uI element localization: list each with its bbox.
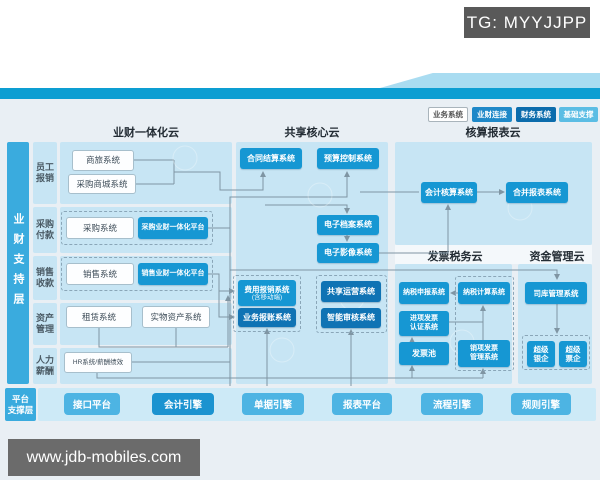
row-label-line: 报销: [35, 173, 54, 183]
row-label-panel: [33, 348, 57, 384]
legend-bizfin-connect: 业财连接: [472, 107, 512, 122]
box-label-line: 认证系统: [410, 323, 438, 331]
group-super-bank: [522, 335, 590, 370]
row-label-line: 管理: [35, 324, 54, 334]
column-title-accounting-report-cloud: 核算报表云: [465, 127, 521, 139]
row-label-panel: [33, 256, 57, 300]
platform-interface: 接口平台: [64, 393, 120, 415]
row-label-line: 资产: [35, 312, 54, 323]
box-label-line: 进项发票: [410, 315, 438, 323]
legend-finance-system: 财务系统: [516, 107, 556, 122]
box-tax-declare-system: 纳税申报系统: [399, 282, 449, 304]
legend-business-system: 业务系统: [428, 107, 468, 122]
row-label-employee-reimburse: 员工报销: [33, 142, 57, 204]
site-watermark: www.jdb-mobiles.com: [8, 439, 200, 476]
box-label-line: 费用报销系统: [244, 284, 290, 294]
panel-shared-core-cloud: [236, 142, 388, 384]
box-label-line: 销项发票: [470, 345, 498, 353]
box-physical-asset-system: 实物资产系统: [142, 306, 210, 328]
box-purchase-bizfin-platform: 采购业财一体化平台: [138, 217, 208, 239]
legend-base-support: 基础支撑: [559, 107, 598, 122]
row-label-line: 付款: [35, 230, 54, 240]
subcloud-title-invoice-tax: 发票税务云: [427, 251, 483, 263]
platform-layer-label: 平台 支撑层: [5, 388, 36, 421]
platform-process-engine: 流程引擎: [421, 393, 483, 415]
platform-label-line: 平台: [11, 393, 29, 404]
box-travel-system: 商旅系统: [72, 150, 134, 171]
box-purchase-mall-system: 采购商城系统: [68, 174, 136, 194]
box-e-image-system: 电子影像系统: [317, 243, 379, 263]
row-label-panel: [33, 142, 57, 204]
box-invoice-pool: 发票池: [399, 342, 449, 365]
subcloud-title-fund-management: 资金管理云: [529, 251, 585, 263]
box-business-billing-system: 业务报账系统: [238, 308, 296, 327]
box-consolidated-report-system: 合并报表系统: [506, 182, 568, 203]
box-label-line: 超级: [533, 345, 549, 354]
row-label-line: 薪酬: [35, 366, 54, 376]
box-e-archive-system: 电子档案系统: [317, 215, 379, 235]
header-blue-band: [0, 88, 600, 99]
box-label-subline: (含移动端): [251, 293, 283, 301]
row-label-line: 员工: [35, 161, 54, 172]
box-treasury-mgmt-system: 司库管理系统: [525, 282, 587, 304]
platform-accounting-engine: 会计引擎: [152, 393, 214, 415]
box-shared-operation-system: 共享运营系统: [321, 281, 381, 302]
box-purchase-system: 采购系统: [66, 217, 134, 239]
tg-watermark-badge: TG: MYYJJPP: [464, 7, 590, 38]
box-smart-audit-system: 智能审核系统: [321, 308, 381, 328]
row-label-asset-management: 资产管理: [33, 303, 57, 345]
box-lease-system: 租赁系统: [66, 306, 132, 328]
box-super-bank-enterprise: 超级 银企: [527, 341, 555, 367]
box-expense-reimburse-system: 费用报销系统 (含移动端): [238, 280, 296, 306]
box-accounting-system: 会计核算系统: [421, 182, 477, 203]
box-label-line: 票企: [565, 354, 581, 363]
column-title-bizfin-cloud: 业财一体化云: [113, 127, 179, 139]
box-sales-bizfin-platform: 销售业财一体化平台: [138, 263, 208, 285]
box-contract-settlement-system: 合同结算系统: [240, 148, 302, 169]
platform-label-line: 支撑层: [7, 404, 34, 415]
header-wedge-shape: [380, 73, 600, 88]
column-title-shared-core-cloud: 共享核心云: [284, 127, 340, 139]
box-label-line: 银企: [533, 354, 549, 363]
box-budget-control-system: 预算控制系统: [317, 148, 379, 169]
row-label-purchase-payment: 采购付款: [33, 207, 57, 253]
box-input-invoice-verify-system: 进项发票 认证系统: [399, 311, 449, 336]
row-label-line: 销售: [35, 266, 54, 277]
platform-document-engine: 单据引擎: [242, 393, 304, 415]
box-sales-system: 销售系统: [66, 263, 134, 285]
box-output-invoice-mgmt-system: 销项发票 管理系统: [458, 340, 510, 367]
box-tax-calc-system: 纳税计算系统: [458, 282, 510, 304]
platform-report-platform: 报表平台: [332, 393, 392, 415]
platform-rule-engine: 规则引擎: [511, 393, 571, 415]
platform-layer-band: [38, 388, 596, 421]
box-super-bill-enterprise: 超级 票企: [559, 341, 587, 367]
support-layer-bar: 业财支持层: [7, 142, 29, 384]
row-label-sales-collection: 销售收款: [33, 256, 57, 300]
row-label-hr-payroll: 人力薪酬: [33, 348, 57, 384]
row-label-line: 人力: [35, 354, 54, 365]
box-label-line: 超级: [565, 345, 581, 354]
row-label-panel: [33, 303, 57, 345]
row-label-line: 收款: [35, 278, 54, 288]
box-label-line: 管理系统: [470, 353, 498, 361]
row-label-panel: [33, 207, 57, 253]
box-hr-payroll-system: HR系统/薪酬绩效: [64, 352, 132, 373]
row-label-line: 采购: [35, 218, 54, 229]
